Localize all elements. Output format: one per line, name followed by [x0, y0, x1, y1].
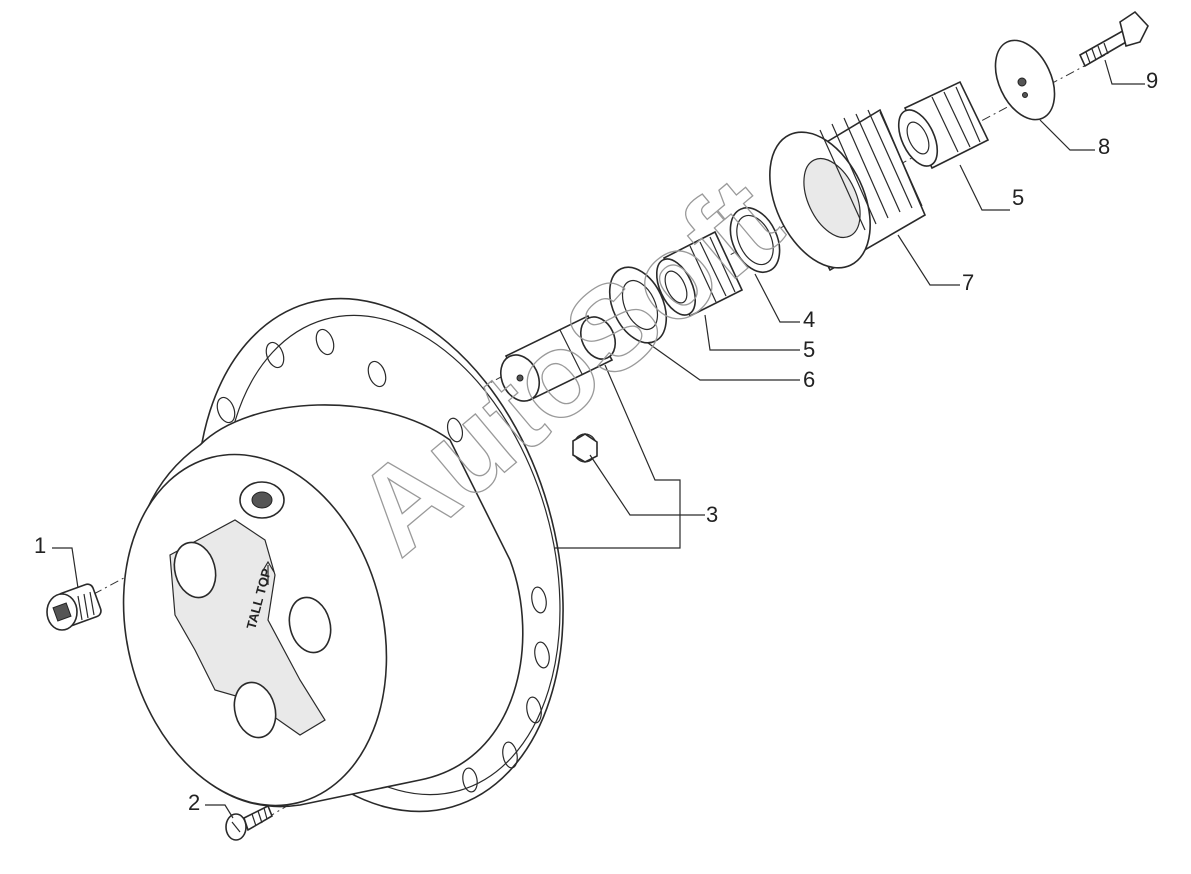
- part-needle-bearing-2[interactable]: [891, 80, 990, 172]
- housing-hub[interactable]: TALL TOP: [88, 255, 621, 855]
- callout-7: 7: [962, 270, 974, 295]
- face-hole-1: [173, 541, 217, 599]
- callout-3: 3: [706, 502, 718, 527]
- flange-bolt-holes: [216, 328, 550, 793]
- callout-labels: 1 2 3 4 5 6 7 5 8 9: [34, 68, 1158, 815]
- housing-arrow-mark: [261, 560, 275, 585]
- part-pin[interactable]: [494, 311, 622, 407]
- leader-lines: [52, 59, 1145, 819]
- oil-port-thread: [251, 491, 273, 509]
- face-hole-3: [233, 681, 277, 739]
- callout-9: 9: [1146, 68, 1158, 93]
- part-end-plate[interactable]: [984, 31, 1067, 129]
- part-screw[interactable]: [225, 804, 273, 841]
- callout-1: 1: [34, 533, 46, 558]
- callout-5a: 5: [803, 337, 815, 362]
- callout-6: 6: [803, 367, 815, 392]
- part-stud[interactable]: [572, 433, 598, 463]
- part-snap-ring[interactable]: [721, 200, 790, 280]
- face-hole-2: [288, 596, 332, 654]
- callout-5b: 5: [1012, 185, 1024, 210]
- part-bolt[interactable]: [1078, 10, 1149, 68]
- part-needle-bearing-1[interactable]: [649, 230, 744, 321]
- callout-4: 4: [803, 307, 815, 332]
- part-plug[interactable]: [46, 583, 103, 631]
- plug-threads: [77, 591, 95, 621]
- part-spur-gear[interactable]: [750, 108, 927, 284]
- part-thrust-washer[interactable]: [598, 258, 677, 352]
- gear-teeth: [819, 109, 923, 231]
- callout-8: 8: [1098, 134, 1110, 159]
- callout-2: 2: [188, 790, 200, 815]
